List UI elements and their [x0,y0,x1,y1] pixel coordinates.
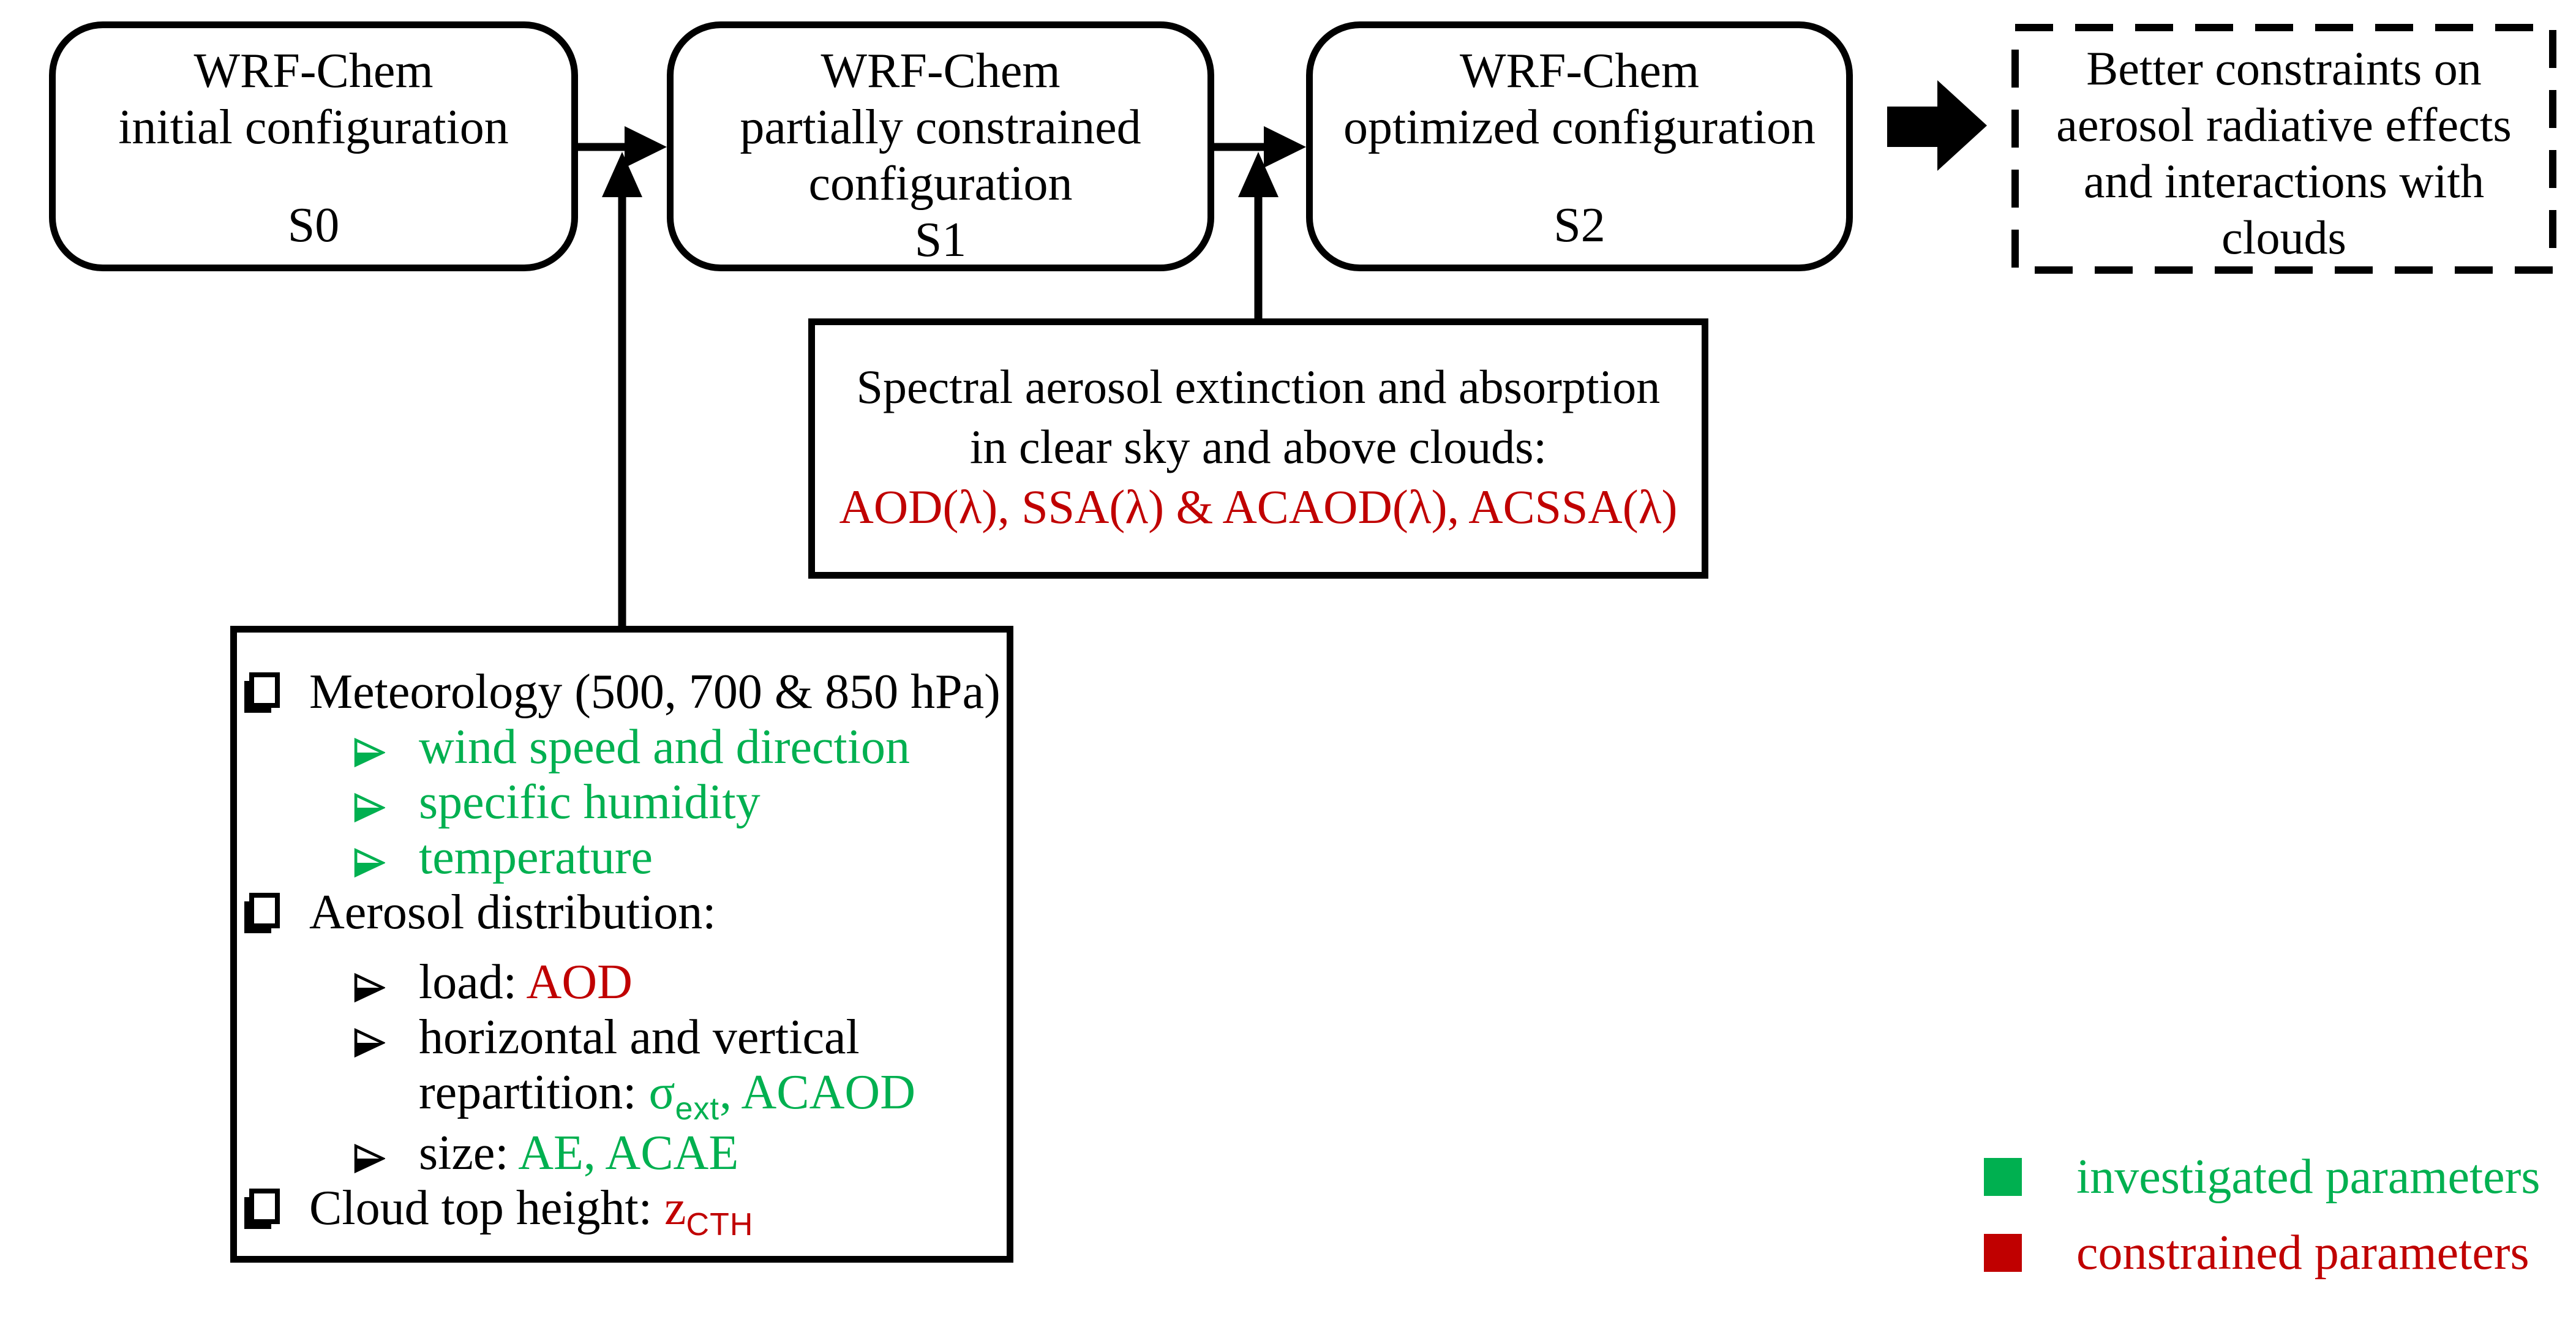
observations-box: Spectral aerosol extinction and absorpti… [808,318,1708,579]
observations-line: in clear sky and above clouds: [969,420,1547,473]
legend-label: constrained parameters [2076,1226,2529,1280]
outcome-line: clouds [2221,211,2346,264]
arrow-bullet-icon [353,1010,419,1065]
checklist-text: temperature [419,830,653,884]
checklist-item: load: AOD [353,955,1001,1010]
checklist-text: AE, ACAE [518,1126,739,1180]
stage-label-s0: S0 [287,198,340,252]
checklist-item: repartition: σext, ACAOD [419,1065,1001,1127]
checklist-text: horizontal and vertical [419,1010,860,1064]
observations-line: Spectral aerosol extinction and absorpti… [856,360,1661,413]
checklist-item: temperature [353,830,1001,885]
checklist-text: σ [648,1065,675,1119]
checklist-box: Meteorology (500, 700 & 850 hPa)wind spe… [230,626,1013,1263]
flow-box-line: optimized configuration [1343,100,1816,154]
legend-swatch-icon [1984,1234,2022,1272]
block-arrow-icon [1887,80,1987,171]
checklist-text: repartition: [419,1065,649,1119]
arrow-bullet-icon [353,720,419,775]
flow-box-line: partially constrained [740,100,1141,154]
checklist-text: Meteorology (500, 700 & 850 hPa) [309,665,1001,719]
checklist-text: , ACAOD [719,1065,915,1119]
checklist-text: wind speed and direction [419,720,910,774]
flow-box-s2: WRF-Chem optimized configuration S2 [1306,21,1853,271]
flow-box-s1-title: WRF-Chem partially constrained configura… [740,43,1141,212]
arrow-bullet-icon [353,775,419,830]
arrowhead-s1-s2-icon [1264,126,1306,168]
checklist-text: load: [419,955,527,1009]
legend: investigated parameters constrained param… [1984,1149,2540,1301]
arrow-bullet-icon [353,1125,419,1181]
checklist-text: CTH [686,1207,754,1242]
checklist-text: Cloud top height: [309,1181,664,1235]
outcome-dashed-border [2011,24,2556,274]
legend-item: constrained parameters [1984,1225,2540,1280]
checklist-item: Aerosol distribution: [249,885,1001,940]
stage-label-s1: S1 [914,213,967,267]
arrow-bullet-icon [353,830,419,885]
legend-item: investigated parameters [1984,1149,2540,1204]
flow-box-line: WRF-Chem [820,44,1061,98]
checklist-item: horizontal and vertical [353,1010,1001,1065]
square-bullet-icon [249,1181,309,1236]
checklist-text: AOD [526,955,633,1009]
checklist-text: specific humidity [419,775,760,829]
flow-box-s0-title: WRF-Chem initial configuration [118,43,509,156]
arrowhead-observations-up-icon [1238,152,1279,197]
checklist-item: specific humidity [353,775,1001,830]
square-bullet-icon [249,664,309,720]
stage-label-s2: S2 [1553,198,1605,252]
flow-box-s2-title: WRF-Chem optimized configuration [1343,43,1816,156]
flow-box-s1: WRF-Chem partially constrained configura… [667,21,1214,271]
checklist-text: size: [419,1126,519,1180]
square-bullet-icon [249,885,309,940]
flow-box-line: initial configuration [118,100,509,154]
flow-box-s0: WRF-Chem initial configuration S0 [49,21,578,271]
checklist-item: size: AE, ACAE [353,1125,1001,1181]
outcome-line: Better constraints on [2086,42,2482,95]
outcome-box: Better constraints on aerosol radiative … [2012,24,2556,272]
outcome-line: aerosol radiative effects [2056,98,2512,151]
flow-box-line: WRF-Chem [1459,44,1700,98]
checklist-text: Aerosol distribution: [309,885,716,939]
checklist-text: ext [675,1091,719,1127]
checklist-text: z [664,1181,686,1235]
arrowhead-checklist-up-icon [602,152,642,197]
flow-box-line: WRF-Chem [193,44,434,98]
arrow-bullet-icon [353,955,419,1010]
arrowhead-s0-s1-icon [625,126,667,168]
checklist-item: Meteorology (500, 700 & 850 hPa) [249,664,1001,720]
legend-label: investigated parameters [2076,1150,2540,1204]
flow-box-line: configuration [808,157,1073,211]
observations-parameters: AOD(λ), SSA(λ) & ACAOD(λ), ACSSA(λ) [839,480,1678,533]
checklist-item: wind speed and direction [353,720,1001,775]
checklist-item: Cloud top height: zCTH [249,1181,1001,1242]
outcome-line: and interactions with [2083,154,2485,208]
legend-swatch-icon [1984,1158,2022,1196]
